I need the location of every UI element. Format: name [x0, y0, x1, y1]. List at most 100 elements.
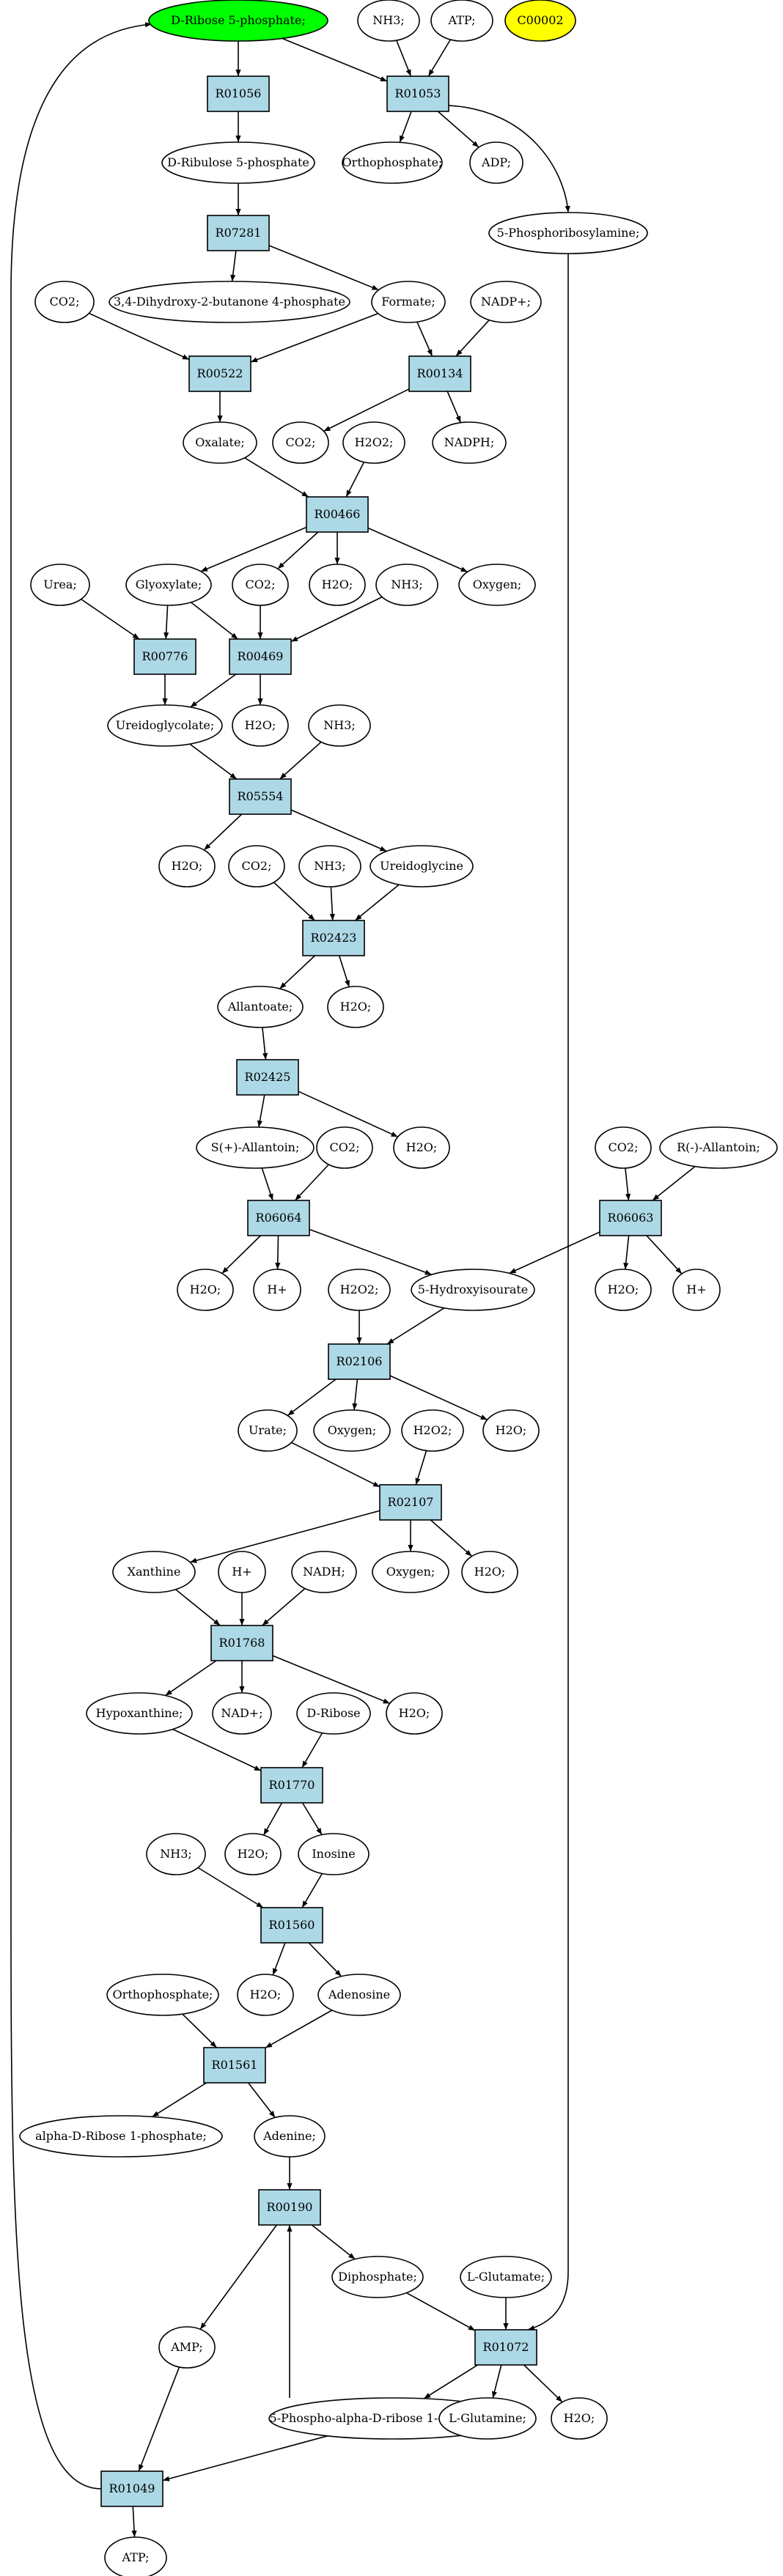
compound-node-d-ribulose-5-phosphate[interactable]: D-Ribulose 5-phosphate	[161, 141, 315, 184]
compound-node-c00002[interactable]: C00002	[504, 0, 576, 42]
compound-node-orthophosphate[interactable]: Orthophosphate;	[106, 1974, 219, 2016]
compound-node-l-glutamate[interactable]: L-Glutamate;	[460, 2256, 552, 2298]
reaction-node-r02107[interactable]: R02107	[379, 1484, 442, 1521]
compound-node-adenosine[interactable]: Adenosine	[317, 1974, 401, 2016]
edge-c-h2o2-3-to-r-R02107	[415, 1450, 427, 1486]
compound-node-d-ribose-5-phosphate[interactable]: D-Ribose 5-phosphate;	[148, 0, 328, 42]
compound-ellipse	[372, 1551, 449, 1593]
edge-r-R01049-to-c-atp-bottom	[131, 2506, 137, 2538]
reaction-node-r00522[interactable]: R00522	[188, 355, 251, 392]
compound-node-h2o[interactable]: H2O;	[551, 2397, 608, 2440]
compound-node-oxygen[interactable]: Oxygen;	[313, 1409, 391, 1452]
edge-r-R02423-to-c-allantoate	[279, 955, 316, 989]
compound-node-h2o2[interactable]: H2O2;	[328, 1269, 391, 1311]
compound-node-atp[interactable]: ATP;	[430, 0, 493, 42]
reaction-node-r00469[interactable]: R00469	[229, 638, 292, 675]
reaction-node-r00134[interactable]: R00134	[408, 355, 471, 392]
reaction-node-r02423[interactable]: R02423	[302, 920, 365, 956]
compound-node-co2[interactable]: CO2;	[228, 845, 285, 887]
compound-node-adp[interactable]: ADP;	[469, 141, 523, 184]
compound-node-h2o[interactable]: H2O;	[158, 845, 216, 887]
compound-node-h2o[interactable]: H2O;	[237, 1974, 294, 2016]
node-label: NADH;	[303, 1565, 345, 1579]
reaction-node-r01053[interactable]: R01053	[386, 75, 449, 112]
compound-node-glyoxylate[interactable]: Glyoxylate;	[125, 564, 212, 606]
compound-node-h2o[interactable]: H2O;	[393, 1126, 450, 1169]
compound-node-co2[interactable]: CO2;	[595, 1126, 652, 1169]
compound-node-nadp[interactable]: NADP+;	[470, 281, 542, 323]
compound-node-h2o[interactable]: H2O;	[595, 1269, 652, 1311]
compound-node-h2o[interactable]: H2O;	[327, 986, 384, 1028]
compound-node-orthophosphate[interactable]: Orthophosphate;	[342, 141, 443, 184]
compound-node-r-allantoin[interactable]: R(-)-Allantoin;	[659, 1126, 778, 1169]
compound-node-h2o[interactable]: H2O;	[386, 1692, 443, 1735]
compound-node-oxygen[interactable]: Oxygen;	[458, 564, 536, 606]
reaction-node-r00776[interactable]: R00776	[133, 638, 196, 675]
compound-node-amp[interactable]: AMP;	[158, 2326, 216, 2369]
compound-node-h2o2[interactable]: H2O2;	[342, 421, 405, 464]
compound-node-h[interactable]: H+	[253, 1269, 301, 1311]
reaction-node-r01072[interactable]: R01072	[474, 2329, 537, 2366]
compound-node-h[interactable]: H+	[672, 1269, 721, 1311]
compound-node-h2o[interactable]: H2O;	[309, 564, 366, 606]
node-label: R06063	[608, 1211, 654, 1225]
compound-node-h2o[interactable]: H2O;	[461, 1551, 518, 1593]
compound-node-nad[interactable]: NAD+;	[212, 1692, 272, 1735]
compound-node-co2[interactable]: CO2;	[316, 1126, 373, 1169]
compound-node-ureidoglycine[interactable]: Ureidoglycine	[370, 845, 474, 887]
compound-node-allantoate[interactable]: Allantoate;	[217, 986, 304, 1028]
compound-node-atp[interactable]: ATP;	[104, 2536, 167, 2576]
reaction-node-r01770[interactable]: R01770	[260, 1767, 323, 1804]
compound-node-ureidoglycolate[interactable]: Ureidoglycolate;	[107, 704, 223, 747]
edge-r-R07281-to-c-formate	[268, 245, 379, 291]
compound-ellipse	[19, 2115, 223, 2158]
compound-node-l-glutamine[interactable]: L-Glutamine;	[438, 2397, 537, 2440]
compound-node-adenine[interactable]: Adenine;	[254, 2115, 326, 2158]
compound-node-nadph[interactable]: NADPH;	[432, 421, 507, 464]
reaction-node-r01056[interactable]: R01056	[207, 75, 270, 112]
compound-node-h2o2[interactable]: H2O2;	[401, 1409, 464, 1452]
reaction-node-r01768[interactable]: R01768	[210, 1625, 273, 1661]
reaction-node-r01561[interactable]: R01561	[203, 2047, 266, 2084]
compound-node-nh3[interactable]: NH3;	[375, 564, 438, 606]
compound-node-h2o[interactable]: H2O;	[224, 1833, 282, 1875]
compound-node-h[interactable]: H+	[218, 1551, 266, 1593]
compound-node-3-4-dihydroxy-2-butanone-4-phosphate[interactable]: 3,4-Dihydroxy-2-butanone 4-phosphate	[109, 281, 350, 323]
compound-node-nh3[interactable]: NH3;	[298, 845, 361, 887]
compound-node-nh3[interactable]: NH3;	[357, 0, 420, 42]
reaction-node-r07281[interactable]: R07281	[207, 215, 270, 251]
compound-node-oxygen[interactable]: Oxygen;	[372, 1551, 449, 1593]
compound-node-hypoxanthine[interactable]: Hypoxanthine;	[86, 1692, 193, 1735]
compound-node-nh3[interactable]: NH3;	[146, 1833, 206, 1875]
reaction-node-r05554[interactable]: R05554	[229, 778, 292, 815]
reaction-node-r06064[interactable]: R06064	[247, 1200, 310, 1236]
reaction-node-r00466[interactable]: R00466	[306, 496, 369, 533]
compound-node-h2o[interactable]: H2O;	[177, 1269, 234, 1311]
reaction-node-r00190[interactable]: R00190	[258, 2189, 321, 2226]
compound-node-5-hydroxyisourate[interactable]: 5-Hydroxyisourate	[411, 1269, 535, 1311]
compound-node-formate[interactable]: Formate;	[371, 281, 446, 323]
edge-r-R02106-to-c-oxygen-2	[352, 1379, 359, 1411]
reaction-node-r02106[interactable]: R02106	[328, 1343, 391, 1380]
compound-node-s-allantoin[interactable]: S(+)-Allantoin;	[196, 1126, 315, 1169]
compound-node-alpha-d-ribose-1-phosphate[interactable]: alpha-D-Ribose 1-phosphate;	[19, 2115, 223, 2158]
compound-node-d-ribose[interactable]: D-Ribose	[296, 1692, 371, 1735]
compound-node-h2o[interactable]: H2O;	[232, 704, 289, 747]
reaction-node-r02425[interactable]: R02425	[236, 1059, 299, 1096]
compound-node-xanthine[interactable]: Xanthine	[112, 1551, 196, 1593]
compound-node-oxalate[interactable]: Oxalate;	[183, 421, 257, 464]
compound-node-h2o[interactable]: H2O;	[482, 1409, 540, 1452]
compound-node-co2[interactable]: CO2;	[34, 281, 95, 323]
reaction-node-r01560[interactable]: R01560	[260, 1907, 323, 1944]
compound-node-urate[interactable]: Urate;	[238, 1409, 298, 1452]
compound-node-urea[interactable]: Urea;	[30, 564, 90, 606]
reaction-node-r06063[interactable]: R06063	[599, 1200, 662, 1236]
compound-node-nh3[interactable]: NH3;	[308, 704, 371, 747]
compound-node-co2[interactable]: CO2;	[232, 564, 289, 606]
compound-node-5-phosphoribosylamine[interactable]: 5-Phosphoribosylamine;	[488, 212, 648, 254]
compound-node-nadh[interactable]: NADH;	[291, 1551, 357, 1593]
compound-node-co2[interactable]: CO2;	[272, 421, 329, 464]
compound-node-diphosphate[interactable]: Diphosphate;	[331, 2256, 424, 2298]
reaction-node-r01049[interactable]: R01049	[100, 2470, 163, 2507]
compound-node-inosine[interactable]: Inosine	[298, 1833, 370, 1875]
